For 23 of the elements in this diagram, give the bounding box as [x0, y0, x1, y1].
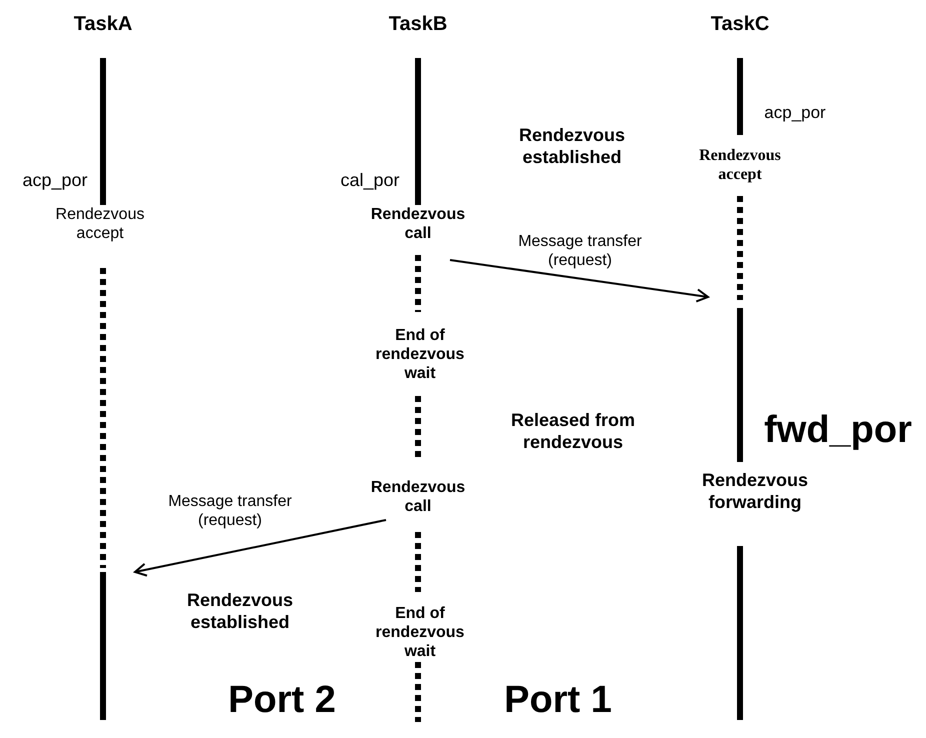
- status-note: Rendezvous call: [370, 478, 466, 516]
- status-note: End of rendezvous wait: [374, 326, 466, 384]
- status-note: Rendezvous accept: [54, 205, 146, 244]
- status-note: Rendezvous established: [518, 125, 626, 168]
- port-name: acp_por: [21, 170, 89, 192]
- port-label: Port 2: [227, 678, 337, 723]
- port-label: Port 1: [503, 678, 613, 723]
- lifeline-header: TaskC: [710, 12, 770, 36]
- status-note: Rendezvous established: [186, 590, 294, 634]
- port-name: fwd_por: [763, 408, 913, 453]
- lifeline-header: TaskB: [388, 12, 448, 36]
- status-note: End of rendezvous wait: [374, 604, 466, 662]
- status-note: Rendezvous accept: [698, 146, 782, 184]
- status-note: Rendezvous forwarding: [700, 470, 810, 514]
- edge-label: Message transfer (request): [517, 232, 643, 270]
- lifeline-header: TaskA: [72, 12, 134, 36]
- status-note: Rendezvous call: [370, 205, 466, 244]
- arrow: [134, 519, 386, 577]
- arrow: [450, 259, 709, 302]
- port-name: cal_por: [339, 170, 401, 192]
- edge-label: Message transfer (request): [167, 492, 293, 530]
- port-name: acp_por: [763, 103, 827, 124]
- status-note: Released from rendezvous: [510, 410, 636, 454]
